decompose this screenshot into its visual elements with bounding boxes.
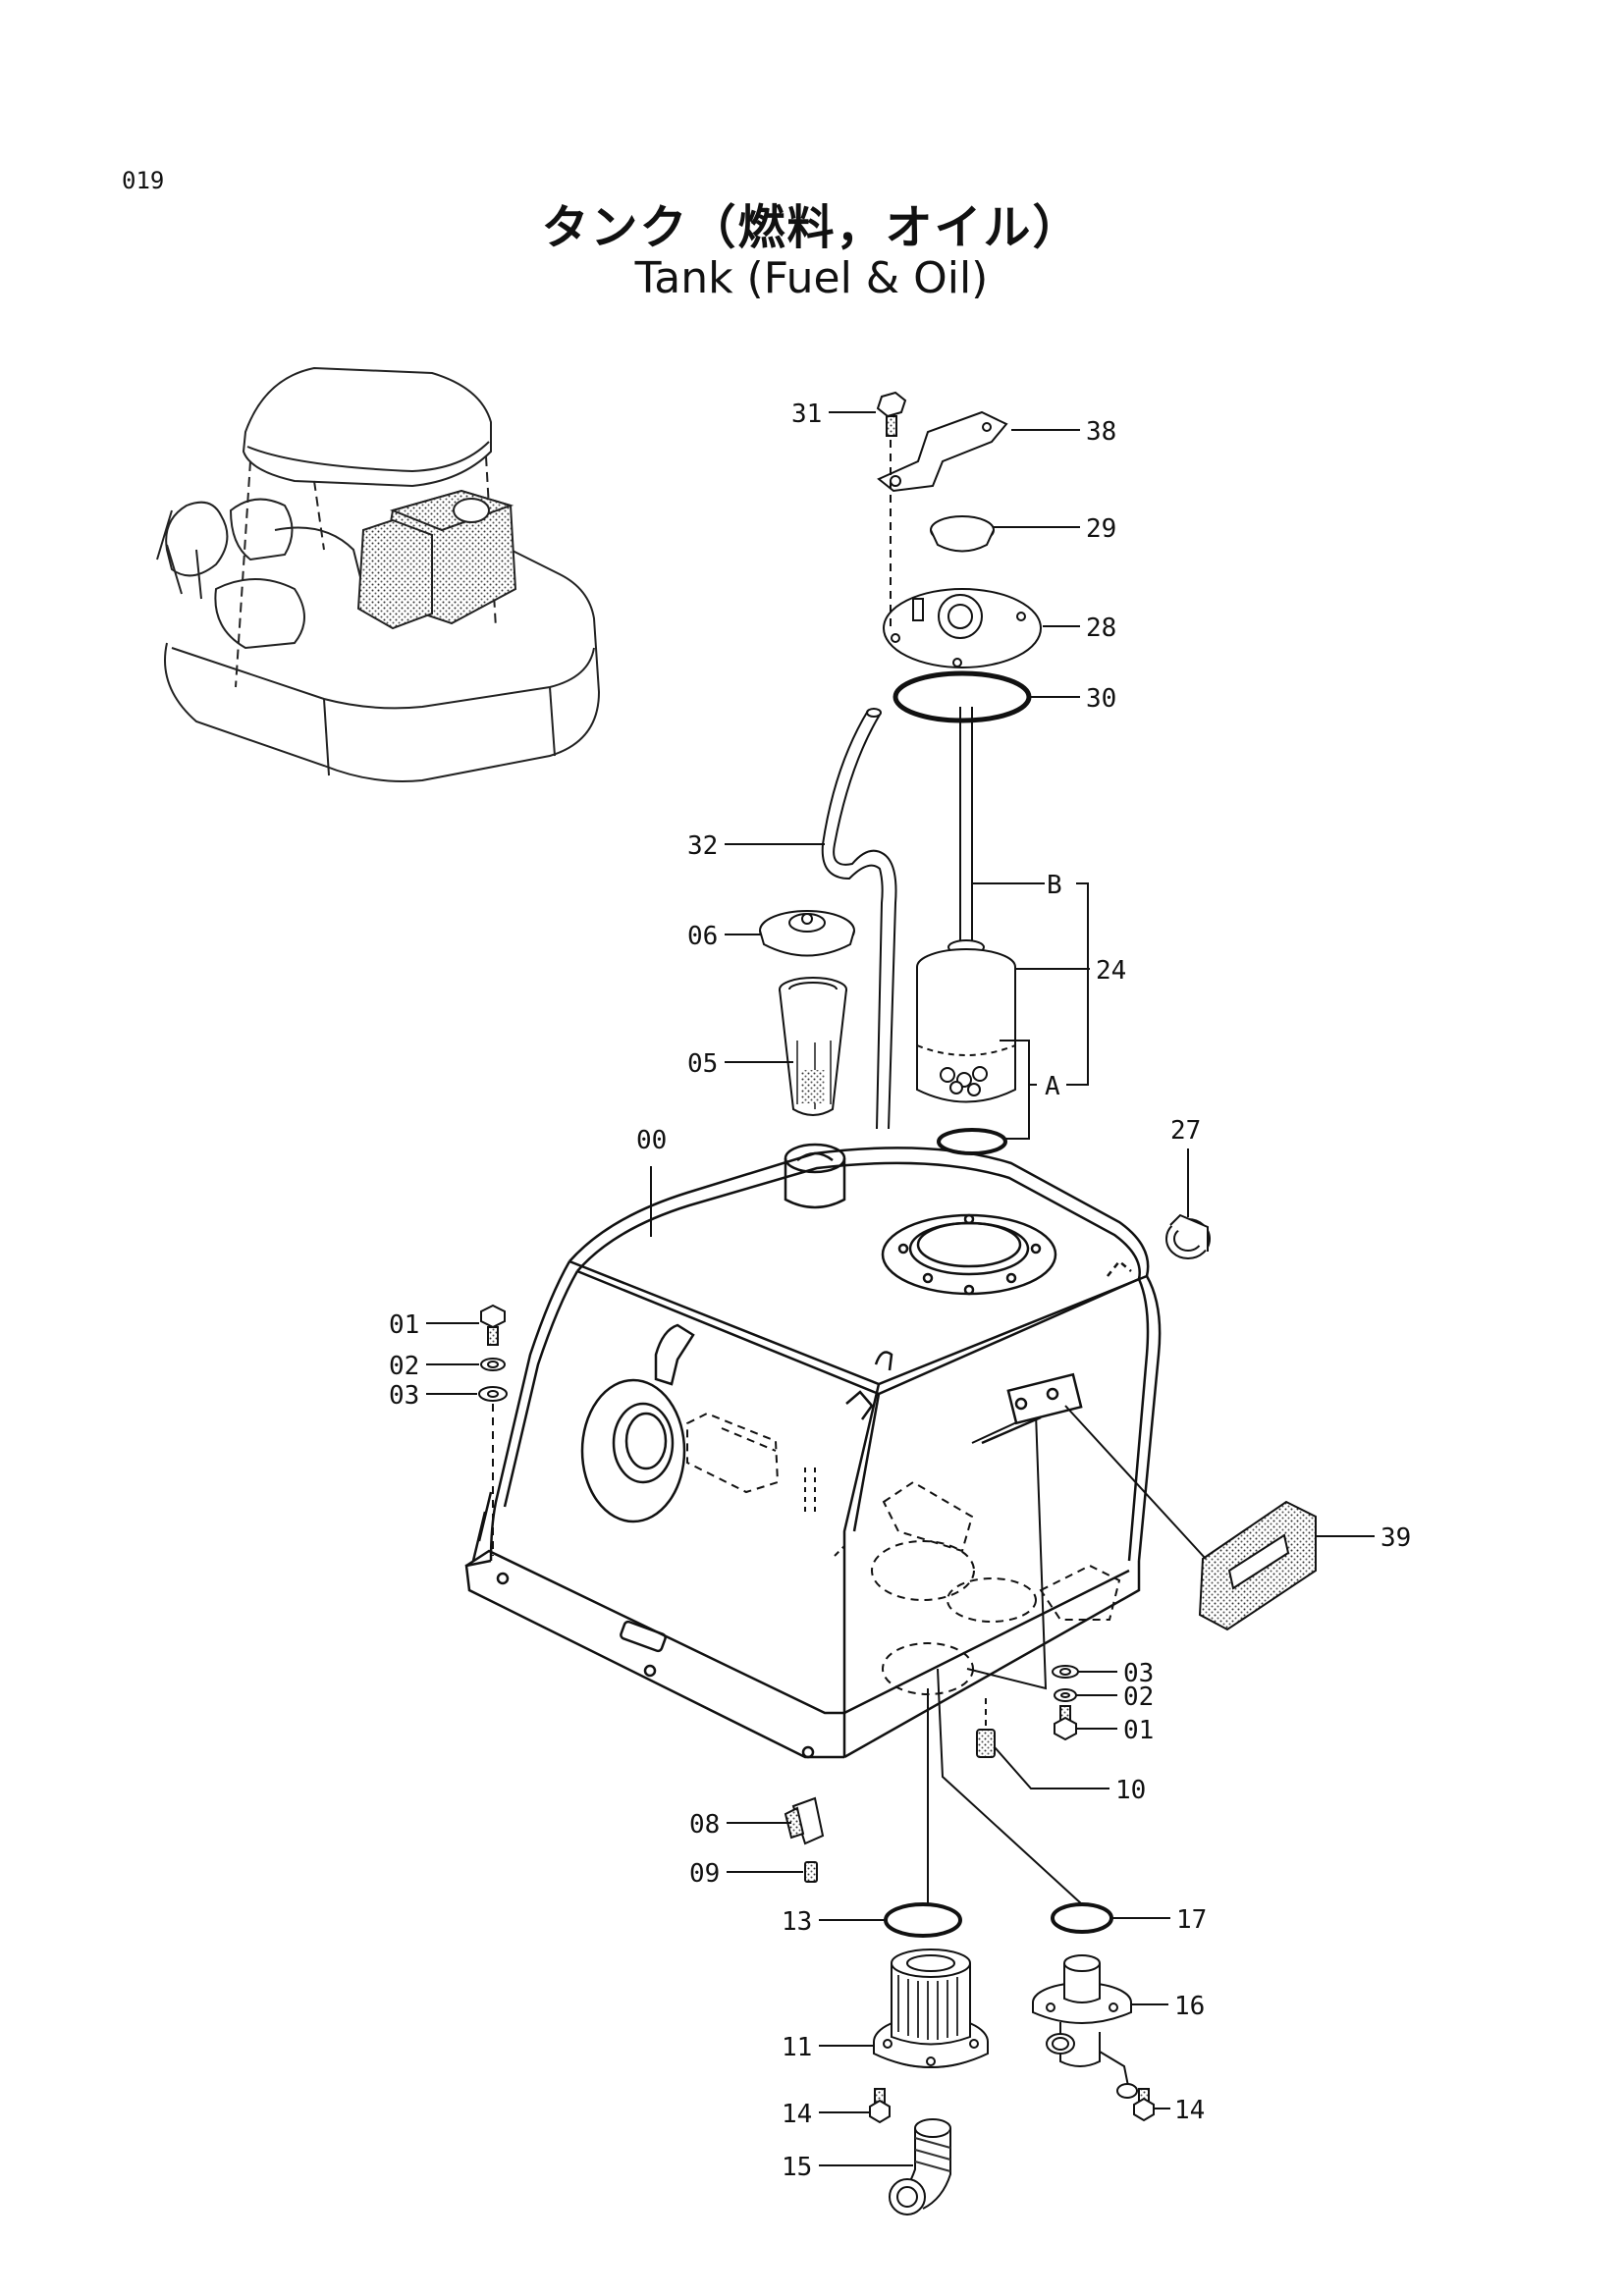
part-17-oring [1051, 1902, 1113, 1934]
callout-00: 00 [636, 1126, 667, 1155]
part-15-elbow [889, 2118, 951, 2216]
part-16-flange [1032, 1954, 1138, 2099]
callout-27: 27 [1170, 1116, 1201, 1146]
part-31-bolt [876, 391, 907, 437]
callout-15: 15 [782, 2153, 812, 2182]
callout-labels: 31 38 29 28 30 32 B 06 24 05 A 27 00 01 … [389, 400, 1411, 2182]
part-32-hose [821, 708, 897, 1130]
part-30-oring [893, 670, 1032, 723]
title-japanese: タンク（燃料，オイル） [541, 200, 1082, 255]
callout-28: 28 [1086, 614, 1116, 643]
callout-13: 13 [782, 1907, 812, 1937]
callout-14-left: 14 [782, 2100, 812, 2129]
callout-17: 17 [1176, 1905, 1207, 1935]
callout-06: 06 [687, 922, 718, 951]
part-05-filter [779, 977, 847, 1116]
callout-24: 24 [1096, 956, 1126, 986]
callout-03-left: 03 [389, 1381, 419, 1411]
part-24-strainer [916, 707, 1016, 1103]
callout-38: 38 [1086, 417, 1116, 447]
centerline-16 [937, 1668, 1083, 1905]
callout-30: 30 [1086, 684, 1116, 714]
leader-39-assembly [1064, 1405, 1207, 1560]
part-39-rubber-pad [1198, 1500, 1317, 1631]
part-11-suction-strainer [873, 1949, 989, 2068]
callout-02-right: 02 [1123, 1682, 1154, 1712]
callout-03-right: 03 [1123, 1659, 1154, 1688]
callout-31: 31 [791, 400, 822, 429]
page-code: 019 [122, 167, 165, 194]
callout-08: 08 [689, 1810, 720, 1840]
callout-A: A [1045, 1072, 1060, 1101]
part-08-clip [784, 1796, 825, 1845]
callout-29: 29 [1086, 514, 1116, 544]
part-01-02-03-left-fasteners [478, 1304, 508, 1556]
callout-01-right: 01 [1123, 1716, 1154, 1745]
callout-B: B [1047, 871, 1062, 900]
callout-09: 09 [689, 1859, 720, 1889]
leader-lines [426, 411, 1375, 2166]
part-29-cap [930, 515, 995, 553]
callout-05: 05 [687, 1049, 718, 1079]
machine-locator-sketch [156, 366, 601, 782]
callout-10: 10 [1115, 1776, 1146, 1805]
callout-39: 39 [1380, 1523, 1411, 1553]
callout-01-left: 01 [389, 1310, 419, 1340]
part-14-bolt-right [1133, 2088, 1155, 2122]
part-01-02-03-right-fasteners [1052, 1665, 1079, 1741]
part-09-screw [804, 1861, 818, 1883]
part-28-plate [883, 588, 1042, 668]
part-14-bolt-left [869, 2088, 891, 2124]
callout-16: 16 [1174, 1992, 1205, 2021]
title-english: Tank (Fuel & Oil) [634, 253, 989, 303]
part-38-bracket [877, 410, 1008, 493]
part-13-oring [884, 1902, 962, 1938]
callout-02-left: 02 [389, 1352, 419, 1381]
callout-14-right: 14 [1174, 2096, 1205, 2125]
callout-32: 32 [687, 831, 718, 861]
part-06-filler-cap [759, 910, 855, 957]
part-00-tank [464, 1143, 1162, 1759]
callout-11: 11 [782, 2033, 812, 2062]
part-27-plug [1165, 1213, 1211, 1259]
part-10-plug [976, 1729, 996, 1758]
